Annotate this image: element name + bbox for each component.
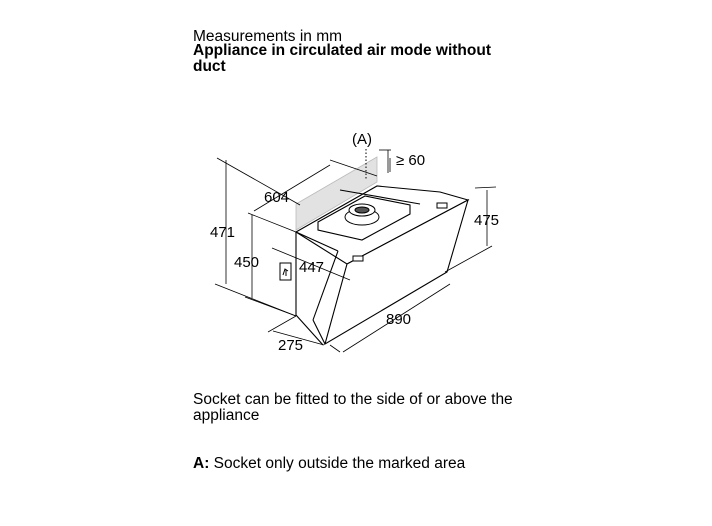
dim-bottom-depth: 275 [278, 337, 303, 354]
hood-body [294, 185, 470, 346]
marker-note-text: Socket only outside the marked area [209, 455, 466, 472]
socket-note: Socket can be fitted to the side of or a… [193, 391, 513, 424]
marker-label: (A) [352, 131, 372, 148]
measurements-caption: Measurements in mm [193, 28, 343, 45]
dim-body-height: 450 [234, 254, 259, 271]
marker-note: A: Socket only outside the marked area [193, 456, 465, 472]
dim-clearance: ≥ 60 [396, 152, 425, 169]
dim-width-top: 604 [264, 189, 289, 206]
dimension-lines [214, 149, 497, 353]
dim-width: 890 [386, 311, 411, 328]
dim-right-height: 475 [474, 212, 499, 229]
socket-icon [279, 262, 292, 281]
marker-note-label: A: [193, 455, 210, 472]
clip-icon [436, 202, 448, 209]
dim-depth: 447 [299, 259, 324, 276]
fan-icon [344, 203, 380, 226]
page-title: Appliance in circulated air mode without… [193, 42, 491, 75]
dim-total-height: 471 [210, 224, 235, 241]
clip-icon [352, 255, 364, 262]
marked-area [295, 156, 378, 231]
